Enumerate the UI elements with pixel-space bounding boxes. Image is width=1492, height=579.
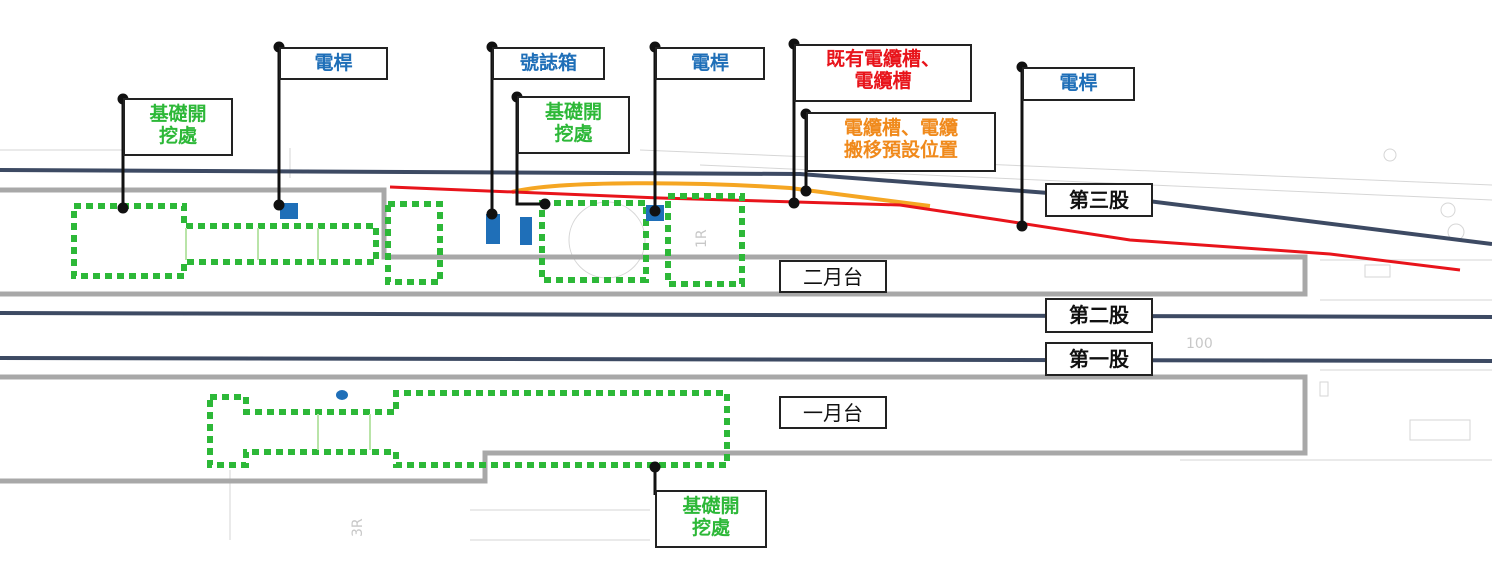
excavation-area-upper-mid	[385, 201, 443, 285]
platform-1-outline	[0, 374, 1308, 484]
pole-label-2-text: 電桿	[690, 52, 729, 74]
grid-mark-1r: 1R	[694, 229, 710, 248]
track-2-label-text: 第二股	[1069, 303, 1129, 327]
excavation-label-3-line1: 基礎開	[682, 495, 740, 517]
excavation-label-3-line2: 挖處	[691, 516, 730, 539]
signal-box-marker-1	[486, 214, 500, 244]
track-3-line	[0, 168, 1492, 246]
excavation-label-1: 基礎開 挖處	[123, 98, 233, 156]
signal-box-marker-2	[520, 217, 532, 245]
track-1-label-text: 第一股	[1069, 347, 1129, 371]
background-cad-text: 100 1R 3R	[350, 229, 1213, 537]
relocation-label: 電纜槽、電纜 搬移預設位置	[806, 112, 996, 172]
track-1-line	[0, 356, 1492, 363]
pole-marker-1	[280, 203, 298, 219]
relocation-label-line1: 電纜槽、電纜	[843, 117, 958, 139]
pole-label-3: 電桿	[1022, 67, 1135, 101]
relocation-label-line2: 搬移預設位置	[843, 138, 958, 161]
excavation-area-upper-right	[665, 193, 745, 287]
excavation-area-upper-center	[539, 200, 649, 283]
excavation-area-upper-left	[71, 203, 379, 279]
platform-2-label: 二月台	[779, 260, 887, 293]
platform-1-label: 一月台	[779, 396, 887, 429]
existing-trough-label: 既有電纜槽、 電纜槽	[794, 44, 972, 102]
platform-2-outline	[0, 187, 1308, 297]
pole-label-1: 電桿	[279, 47, 388, 80]
signal-box-label-text: 號誌箱	[519, 52, 577, 74]
excavation-label-2-line2: 挖處	[554, 122, 593, 145]
excavation-hatch	[185, 228, 371, 450]
excavation-label-2: 基礎開 挖處	[517, 96, 630, 154]
pole-label-3-text: 電桿	[1059, 72, 1098, 94]
signal-box-label: 號誌箱	[492, 47, 605, 80]
pole-marker-3	[336, 390, 348, 400]
existing-trough-label-line2: 電纜槽	[854, 69, 912, 92]
track-3-label-text: 第三股	[1069, 188, 1129, 212]
excavation-label-1-line1: 基礎開	[149, 103, 207, 125]
excavation-area-lower	[207, 390, 730, 468]
grid-mark-3r: 3R	[350, 518, 366, 537]
track-2-label: 第二股	[1045, 298, 1153, 333]
grid-mark-100: 100	[1186, 336, 1213, 352]
track-3-label: 第三股	[1045, 183, 1153, 217]
pole-label-1-text: 電桿	[314, 52, 353, 74]
platform-2-label-text: 二月台	[803, 265, 863, 289]
existing-cable-trough-line	[389, 185, 1461, 272]
excavation-label-2-line1: 基礎開	[544, 101, 602, 123]
excavation-label-1-line2: 挖處	[158, 124, 197, 147]
existing-trough-label-line1: 既有電纜槽、	[825, 48, 940, 70]
pole-label-2: 電桿	[655, 47, 765, 80]
track-2-line	[0, 311, 1492, 319]
platform-1-label-text: 一月台	[803, 401, 863, 425]
excavation-areas	[71, 193, 745, 468]
track-1-label: 第一股	[1045, 342, 1153, 376]
excavation-label-3: 基礎開 挖處	[655, 490, 767, 548]
relocated-cable-trough-line	[511, 181, 931, 208]
